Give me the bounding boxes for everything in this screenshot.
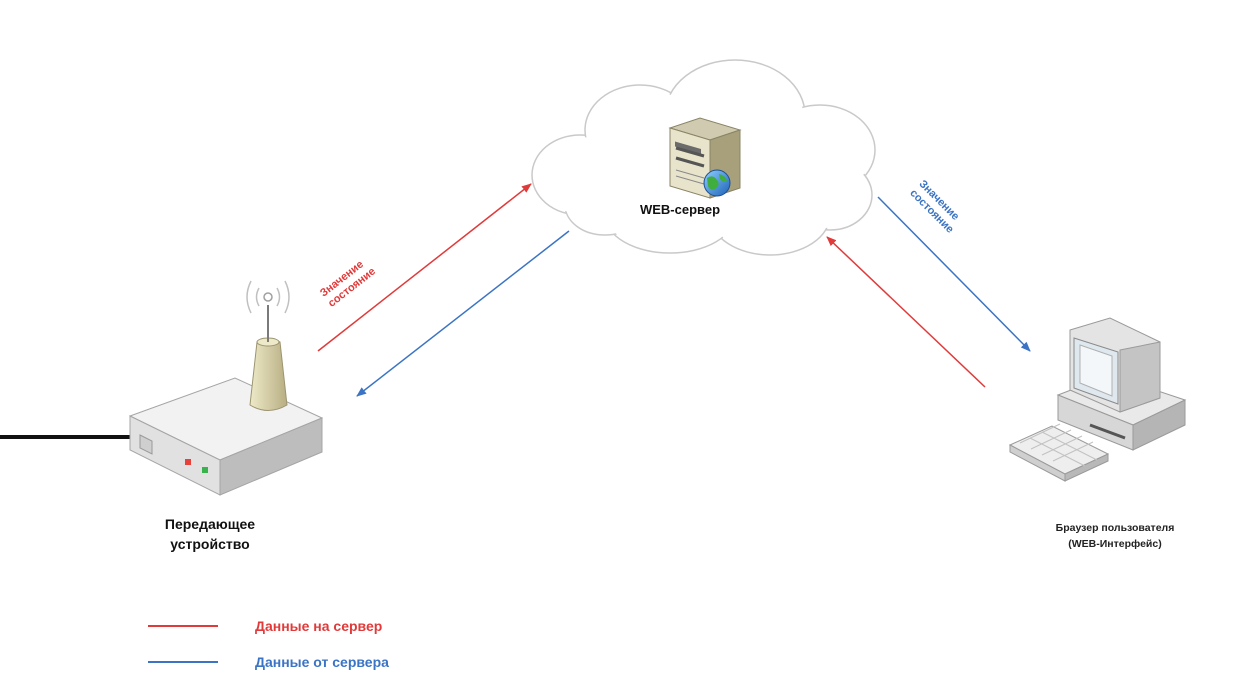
legend-to-server: Данные на сервер xyxy=(148,618,382,634)
server-icon xyxy=(668,117,742,199)
legend-from-server-text: Данные от сервера xyxy=(255,654,389,670)
wireless-signal-icon xyxy=(246,280,290,314)
arrow-server-to-device xyxy=(356,230,570,397)
keyboard-icon xyxy=(1008,423,1110,482)
arrow-server-to-browser xyxy=(877,196,1031,352)
browser-label-line2: (WEB-Интерфейс) xyxy=(1068,538,1162,550)
device-label-line2: устройство xyxy=(170,536,250,552)
device-label-line1: Передающее xyxy=(164,516,256,532)
legend-blue-line xyxy=(148,661,218,663)
legend-from-server: Данные от сервера xyxy=(148,654,389,670)
arrow-browser-to-server xyxy=(826,236,986,388)
computer-icon xyxy=(1056,317,1187,451)
legend-to-server-text: Данные на сервер xyxy=(255,618,383,634)
browser-label-line1: Браузер пользователя xyxy=(1055,522,1175,534)
arrow-device-to-server xyxy=(317,183,532,352)
server-label: WEB-сервер xyxy=(639,202,721,217)
transmitter-device-icon xyxy=(128,292,324,496)
device-label: Передающее устройство xyxy=(140,514,280,554)
browser-label: Браузер пользователя (WEB-Интерфейс) xyxy=(1010,520,1220,552)
globe-icon xyxy=(703,169,731,197)
legend-red-line xyxy=(148,625,218,627)
